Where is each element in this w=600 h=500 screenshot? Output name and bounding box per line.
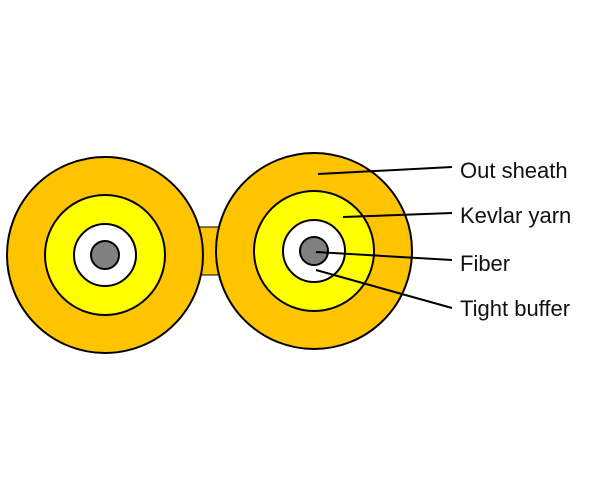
leader-fiber (315, 251, 453, 261)
label-tight-buffer: Tight buffer (460, 296, 571, 321)
leader-out-sheath (317, 166, 453, 175)
label-fiber: Fiber (460, 251, 511, 276)
left-fiber-unit (6, 156, 204, 354)
label-kevlar-yarn: Kevlar yarn (460, 203, 572, 228)
label-out-sheath: Out sheath (460, 158, 568, 183)
right-fiber-unit (215, 152, 413, 350)
leader-tight-buffer (315, 269, 453, 309)
leader-kevlar (342, 212, 453, 218)
